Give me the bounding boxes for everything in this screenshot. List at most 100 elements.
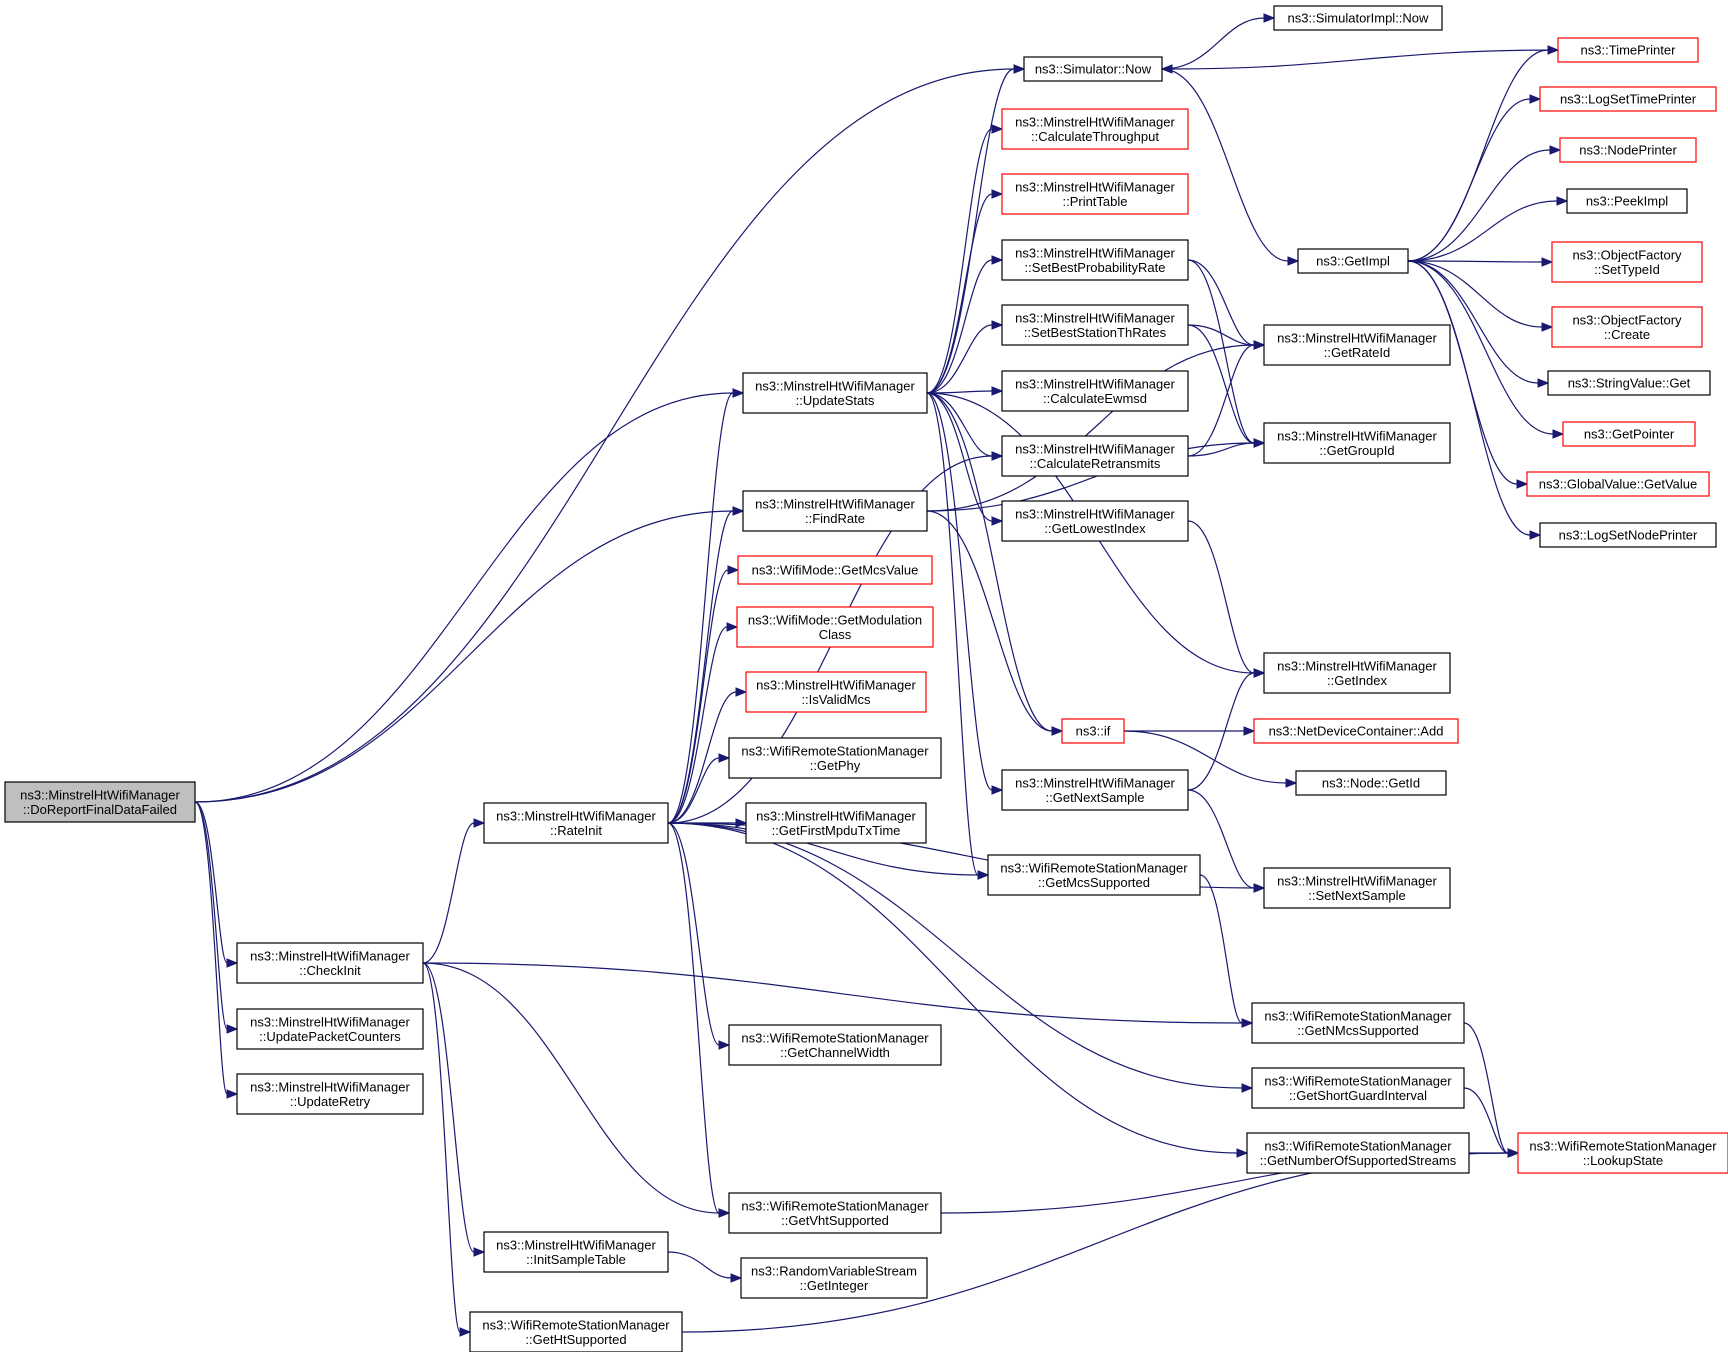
node-label-line: ::FindRate [805, 511, 865, 526]
node-updateretry[interactable]: ns3::MinstrelHtWifiManager::UpdateRetry [236, 1073, 424, 1115]
edge-line [1407, 260, 1531, 536]
node-label-line: ::GetIndex [1327, 673, 1387, 688]
node-label-line: ::GetGroupId [1319, 443, 1394, 458]
node-getvht[interactable]: ns3::WifiRemoteStationManager::GetVhtSup… [728, 1192, 942, 1234]
node-label-line: ::InitSampleTable [526, 1252, 626, 1267]
edge-updatestats-to-getnextsample [926, 392, 1004, 795]
edge-arrowhead [718, 1208, 731, 1218]
node-label-line: ns3::SimulatorImpl::Now [1288, 11, 1429, 26]
node-label-line: ns3::WifiRemoteStationManager [741, 1198, 929, 1213]
node-calcretrans[interactable]: ns3::MinstrelHtWifiManager::CalculateRet… [1001, 435, 1189, 477]
node-label-line: ::GetVhtSupported [781, 1213, 889, 1228]
node-getphy[interactable]: ns3::WifiRemoteStationManager::GetPhy [728, 737, 942, 779]
node-ofsettypeid[interactable]: ns3::ObjectFactory::SetTypeId [1551, 241, 1703, 283]
node-ndcadd[interactable]: ns3::NetDeviceContainer::Add [1253, 718, 1459, 744]
edge-line [667, 569, 729, 824]
edge-line [926, 392, 993, 457]
node-getlowestindex[interactable]: ns3::MinstrelHtWifiManager::GetLowestInd… [1001, 500, 1189, 542]
node-getindex[interactable]: ns3::MinstrelHtWifiManager::GetIndex [1263, 652, 1451, 694]
node-label-line: ns3::WifiRemoteStationManager [741, 1030, 929, 1045]
node-setnextsample[interactable]: ns3::MinstrelHtWifiManager::SetNextSampl… [1263, 867, 1451, 909]
node-getmcsvalue[interactable]: ns3::WifiMode::GetMcsValue [737, 555, 933, 585]
node-initsample[interactable]: ns3::MinstrelHtWifiManager::InitSampleTa… [483, 1231, 669, 1273]
edge-arrowhead [1552, 429, 1565, 439]
node-box [728, 737, 942, 779]
node-label-line: ns3::WifiMode::GetModulation [748, 612, 922, 627]
node-box [236, 1008, 424, 1050]
edge-checkinit-to-getnmcs [422, 962, 1254, 1028]
node-getpointer[interactable]: ns3::GetPointer [1562, 421, 1696, 447]
edge-arrowhead [991, 255, 1004, 265]
node-logsettimeprinter[interactable]: ns3::LogSetTimePrinter [1539, 86, 1717, 112]
edge-rateinit-to-isvalidmcs [667, 687, 748, 824]
node-calcewmsd[interactable]: ns3::MinstrelHtWifiManager::CalculateEwm… [1001, 370, 1189, 412]
node-label-line: ns3::WifiRemoteStationManager [741, 743, 929, 758]
node-getnmcs[interactable]: ns3::WifiRemoteStationManager::GetNMcsSu… [1251, 1002, 1465, 1044]
edge-line [1187, 789, 1255, 889]
edge-rateinit-to-getphy [667, 753, 731, 824]
node-findrate[interactable]: ns3::MinstrelHtWifiManager::FindRate [742, 490, 928, 532]
edge-line [926, 392, 993, 522]
node-updatepacket[interactable]: ns3::MinstrelHtWifiManager::UpdatePacket… [236, 1008, 424, 1050]
edge-line [422, 962, 475, 1253]
node-label-line: ns3::Node::GetId [1322, 776, 1420, 791]
node-lookupstate[interactable]: ns3::WifiRemoteStationManager::LookupSta… [1517, 1132, 1728, 1174]
edge-arrowhead [732, 388, 745, 398]
node-updatestats[interactable]: ns3::MinstrelHtWifiManager::UpdateStats [742, 372, 928, 414]
node-simimplnow[interactable]: ns3::SimulatorImpl::Now [1273, 5, 1443, 31]
node-getnss[interactable]: ns3::WifiRemoteStationManager::GetNumber… [1246, 1132, 1470, 1174]
node-getfirstmpdu[interactable]: ns3::MinstrelHtWifiManager::GetFirstMpdu… [745, 802, 927, 844]
node-rvsgetint[interactable]: ns3::RandomVariableStream::GetInteger [740, 1257, 928, 1299]
node-getht[interactable]: ns3::WifiRemoteStationManager::GetHtSupp… [469, 1311, 683, 1352]
edge-rateinit-to-getchannelwidth [667, 822, 731, 1050]
node-box [1246, 1132, 1470, 1174]
node-timeprinter[interactable]: ns3::TimePrinter [1557, 37, 1699, 63]
node-root[interactable]: ns3::MinstrelHtWifiManager::DoReportFina… [4, 781, 196, 823]
node-label-line: ::LookupState [1583, 1153, 1663, 1168]
node-globalvalueget[interactable]: ns3::GlobalValue::GetValue [1526, 471, 1710, 497]
node-printtable[interactable]: ns3::MinstrelHtWifiManager::PrintTable [1001, 173, 1189, 215]
node-label-line: ns3::GetImpl [1316, 254, 1390, 269]
edge-arrowhead [1507, 1148, 1520, 1158]
edge-arrowhead [726, 622, 739, 632]
node-logsetnodeprinter[interactable]: ns3::LogSetNodePrinter [1539, 522, 1717, 548]
node-getsgi[interactable]: ns3::WifiRemoteStationManager::GetShortG… [1251, 1067, 1465, 1109]
node-peekimpl[interactable]: ns3::PeekImpl [1566, 188, 1688, 214]
edge-line [194, 801, 228, 1095]
node-getchannelwidth[interactable]: ns3::WifiRemoteStationManager::GetChanne… [728, 1024, 942, 1066]
node-box [1001, 435, 1189, 477]
node-label-line: ns3::WifiRemoteStationManager [1264, 1073, 1452, 1088]
node-nsif[interactable]: ns3::if [1061, 718, 1125, 744]
edge-findrate-to-nsif [926, 510, 1064, 736]
edge-line [422, 962, 1243, 1024]
edge-arrowhead [1253, 340, 1266, 350]
node-setbestprob[interactable]: ns3::MinstrelHtWifiManager::SetBestProba… [1001, 239, 1189, 281]
node-getrateid[interactable]: ns3::MinstrelHtWifiManager::GetRateId [1263, 324, 1451, 366]
edge-arrowhead [991, 785, 1004, 795]
edge-getimpl-to-ofsettypeid [1407, 257, 1554, 267]
edge-line [1463, 1022, 1509, 1154]
edge-arrowhead [1253, 668, 1266, 678]
node-getimpl[interactable]: ns3::GetImpl [1297, 248, 1409, 274]
node-nodeprinter[interactable]: ns3::NodePrinter [1559, 137, 1697, 163]
node-isvalidmcs[interactable]: ns3::MinstrelHtWifiManager::IsValidMcs [745, 671, 927, 713]
node-checkinit[interactable]: ns3::MinstrelHtWifiManager::CheckInit [236, 942, 424, 984]
edge-line [1407, 149, 1551, 262]
node-getgroupid[interactable]: ns3::MinstrelHtWifiManager::GetGroupId [1263, 422, 1451, 464]
node-box [745, 671, 927, 713]
node-simnow[interactable]: ns3::Simulator::Now [1023, 56, 1163, 82]
node-setbeststation[interactable]: ns3::MinstrelHtWifiManager::SetBestStati… [1001, 304, 1189, 346]
edge-arrowhead [226, 1089, 239, 1099]
edge-simnow-to-simimplnow [1161, 13, 1276, 70]
node-label-line: ns3::GetPointer [1584, 427, 1675, 442]
node-getnextsample[interactable]: ns3::MinstrelHtWifiManager::GetNextSampl… [1001, 769, 1189, 811]
node-calcthroughput[interactable]: ns3::MinstrelHtWifiManager::CalculateThr… [1001, 108, 1189, 150]
node-stringvalueget[interactable]: ns3::StringValue::Get [1547, 370, 1711, 396]
node-rateinit[interactable]: ns3::MinstrelHtWifiManager::RateInit [483, 802, 669, 844]
edge-line [926, 259, 993, 394]
node-box [469, 1311, 683, 1352]
node-ofcreate[interactable]: ns3::ObjectFactory::Create [1551, 306, 1703, 348]
node-getmcssupported[interactable]: ns3::WifiRemoteStationManager::GetMcsSup… [987, 854, 1201, 896]
node-nodegetid[interactable]: ns3::Node::GetId [1295, 770, 1447, 796]
